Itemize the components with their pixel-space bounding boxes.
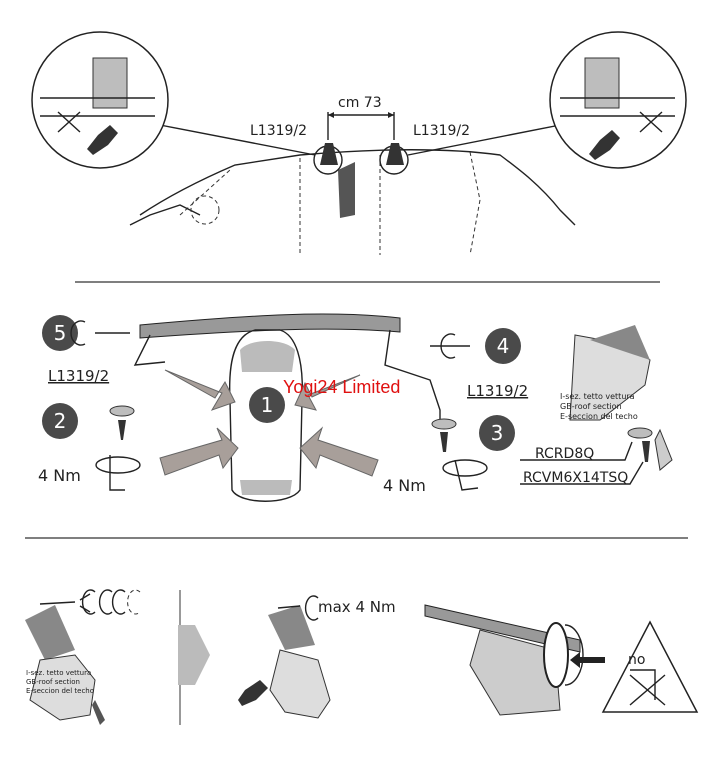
step-5-label: 5 <box>54 321 67 345</box>
step-circles: 1 2 3 4 5 <box>42 315 521 451</box>
screw-icon <box>118 420 126 440</box>
right-part-label: L1319/2 <box>467 382 528 400</box>
washer-icon <box>109 405 135 417</box>
right-detail-inset <box>549 31 687 169</box>
roof-bar-assembly <box>133 313 441 502</box>
push-arrow-icon <box>570 652 605 668</box>
car-side-view <box>129 112 576 256</box>
pad-part-label: RCRD8Q <box>535 446 594 462</box>
step-4-label: 4 <box>497 334 510 358</box>
washer-icon <box>431 418 457 430</box>
next-step-arrow-icon <box>178 625 210 685</box>
hand-icon <box>238 680 268 706</box>
hand-icon <box>589 130 620 160</box>
roof-section-detail <box>520 325 673 485</box>
step-3-label: 3 <box>491 421 504 445</box>
roof-section-line: E-seccion del techo <box>560 412 638 421</box>
step-3-badge <box>479 415 515 451</box>
pillar <box>338 162 355 218</box>
tools <box>70 320 488 491</box>
step-1-badge <box>249 387 285 423</box>
right-part-label: L1319/2 <box>413 123 470 139</box>
rotate-icon <box>442 459 488 477</box>
distance-label: cm 73 <box>338 95 382 111</box>
rotate-icon <box>95 456 141 474</box>
left-torque-label: 4 Nm <box>38 466 81 485</box>
bottom-left-detail <box>25 589 141 725</box>
bottom-right-detail <box>424 604 605 716</box>
roof-section-line: I-sez. tetto vettura <box>560 392 635 401</box>
step-2-badge <box>42 403 78 439</box>
left-part-label: L1319/2 <box>250 123 307 139</box>
roof-section-line: I-sez. tetto vettura <box>26 669 91 677</box>
allen-key-icon <box>454 459 479 491</box>
warning-triangle-icon <box>601 620 699 713</box>
step-2-label: 2 <box>54 409 67 433</box>
hand-icon <box>87 125 118 155</box>
roof-section-line: GB-roof section <box>26 678 80 686</box>
right-torque-label: 4 Nm <box>383 476 426 495</box>
watermark: Yogi24 Limited <box>283 377 400 397</box>
step-4-badge <box>485 328 521 364</box>
allen-key-icon <box>109 455 125 491</box>
bottom-middle-detail <box>238 595 331 719</box>
screw-icon <box>440 432 448 452</box>
left-detail-inset <box>31 31 169 169</box>
step-5-badge <box>42 315 78 351</box>
rotate-icon <box>430 333 470 359</box>
screw-part-label: RCVM6X14TSQ <box>523 470 628 486</box>
max-torque-label: max 4 Nm <box>318 598 396 616</box>
rotate-icon <box>70 320 130 346</box>
step-1-label: 1 <box>261 393 274 417</box>
roof-section-line: E-seccion del techo <box>26 687 94 695</box>
warning-label: no <box>628 652 645 668</box>
roof-section-line: GB-roof section <box>560 402 622 411</box>
left-part-label: L1319/2 <box>48 367 109 385</box>
no-tool-warning <box>601 620 699 713</box>
